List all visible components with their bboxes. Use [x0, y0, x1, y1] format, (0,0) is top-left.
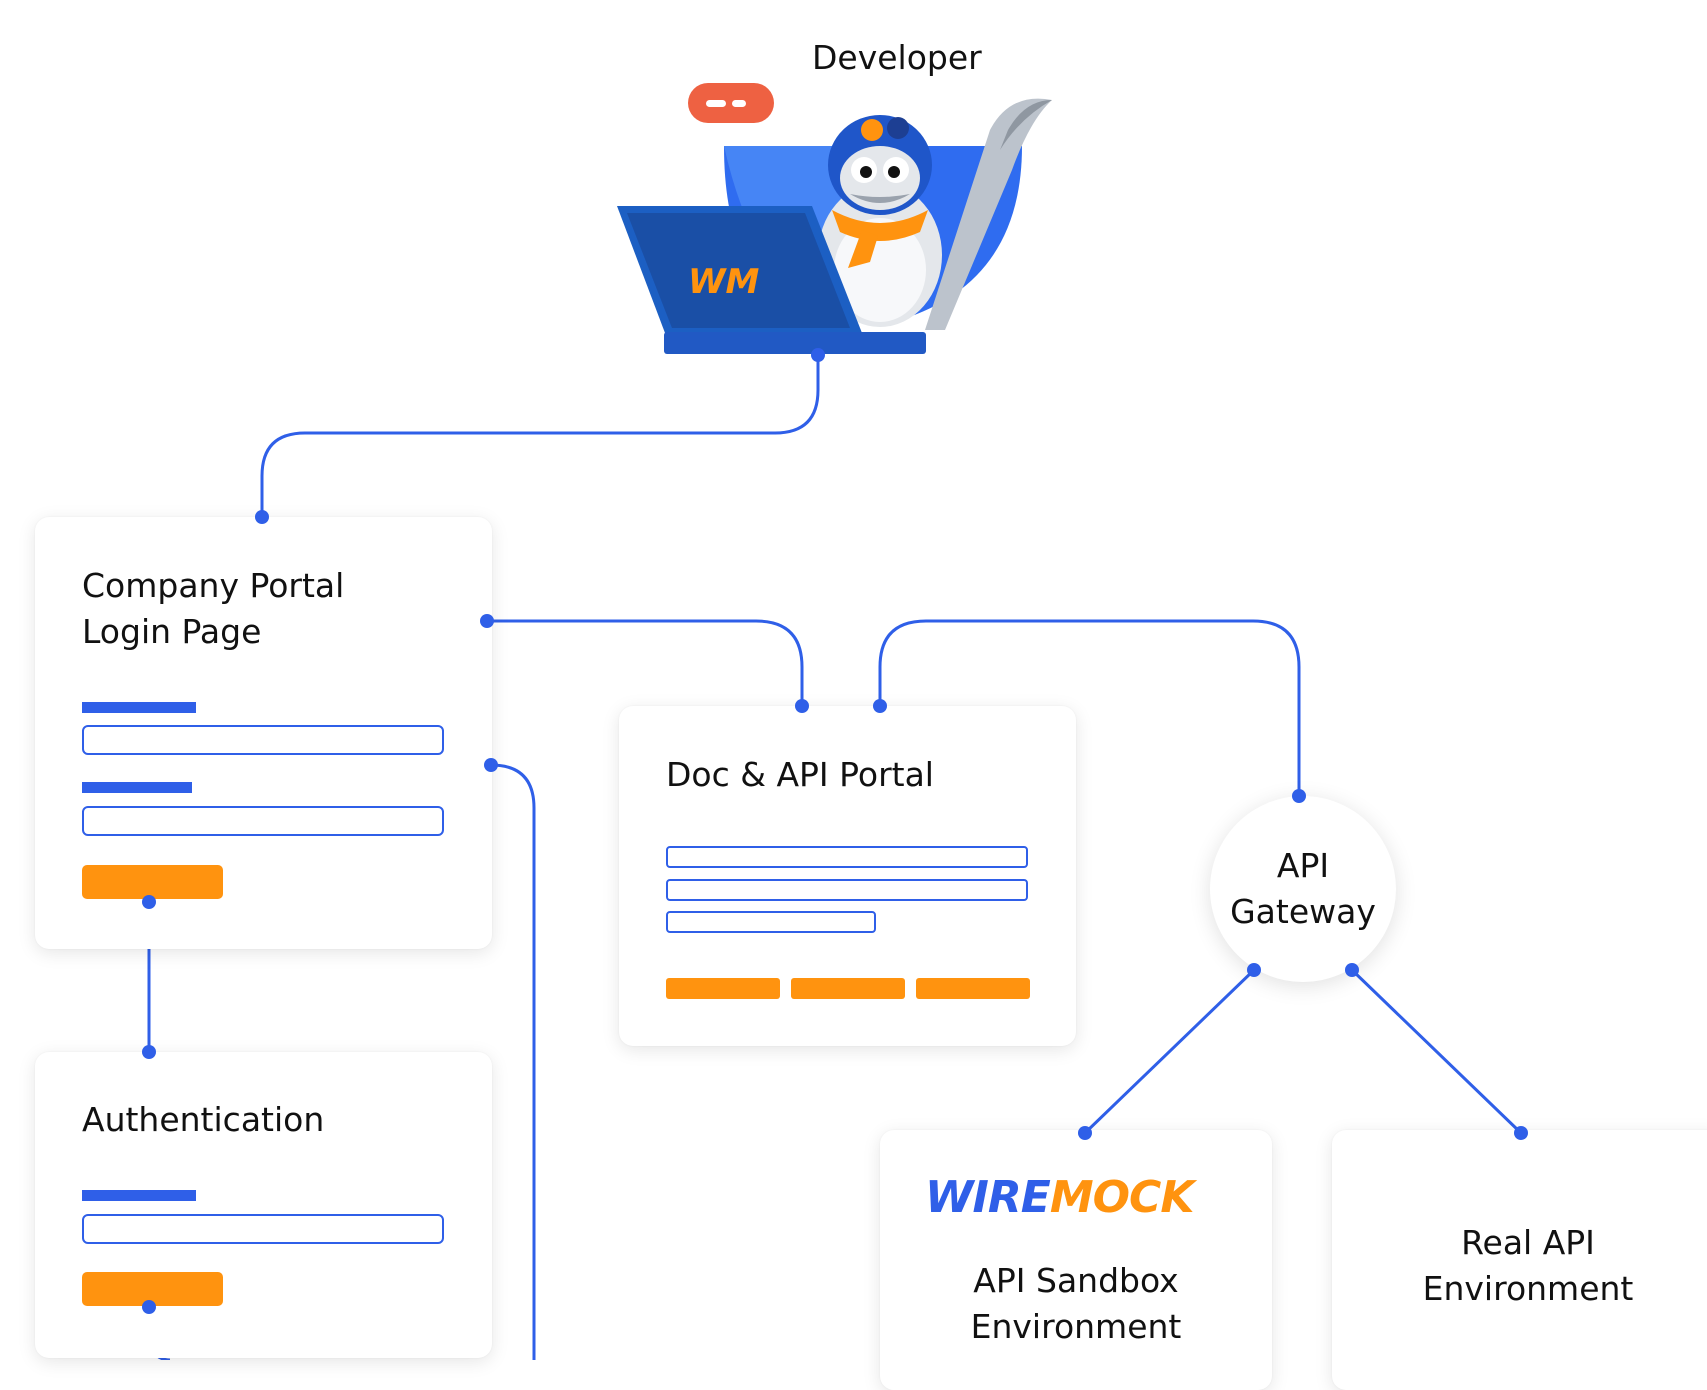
connector-login-to-portal — [487, 619, 804, 706]
sandbox-card: API Sandbox Environment — [880, 1130, 1272, 1390]
connector-dot — [1247, 963, 1261, 977]
connector-dot — [795, 699, 809, 713]
api-gateway-node: API Gateway — [1210, 796, 1396, 982]
authentication-card-title: Authentication — [82, 1100, 325, 1139]
connector-dot — [255, 510, 269, 524]
sandbox-card-title: API Sandbox Environment — [970, 1261, 1182, 1346]
authentication-card: Authentication — [35, 1052, 492, 1358]
wiremock-logo: WIREMOCK — [925, 1172, 1194, 1223]
code-field[interactable] — [82, 1214, 444, 1244]
login-card: Company Portal Login Page — [35, 517, 492, 949]
connector-dot — [484, 758, 498, 772]
connector-dot — [1292, 789, 1306, 803]
portal-button-1[interactable] — [666, 978, 780, 999]
feather-quill-icon — [925, 98, 1052, 330]
portal-line-1 — [666, 846, 1028, 868]
real-api-card-title: Real API Environment — [1422, 1223, 1634, 1308]
connector-developer-to-login — [260, 355, 820, 517]
chat-bubble-icon — [688, 83, 774, 123]
connector-login-side-down — [490, 763, 536, 1360]
username-label-placeholder — [82, 702, 196, 713]
connector-dot — [142, 895, 156, 909]
portal-line-3 — [666, 911, 876, 933]
api-gateway-label: API Gateway — [1230, 846, 1376, 931]
real-api-card: Real API Environment — [1332, 1130, 1707, 1390]
login-button[interactable] — [82, 865, 223, 899]
doc-api-portal-title: Doc & API Portal — [666, 755, 934, 794]
username-field[interactable] — [82, 725, 444, 755]
password-label-placeholder — [82, 782, 192, 793]
connector-dot — [1514, 1126, 1528, 1140]
portal-button-2[interactable] — [791, 978, 905, 999]
connector-dot — [1078, 1126, 1092, 1140]
connector-dot — [142, 1045, 156, 1059]
connector-gateway-to-real — [1350, 968, 1523, 1135]
login-card-title: Company Portal Login Page — [82, 566, 345, 651]
laptop-logo: WM — [688, 262, 760, 302]
connector-dot — [811, 348, 825, 362]
connector-dot — [480, 614, 494, 628]
connector-dot — [873, 699, 887, 713]
password-field[interactable] — [82, 806, 444, 836]
connector-gateway-to-sandbox — [1083, 968, 1256, 1135]
portal-line-2 — [666, 879, 1028, 901]
portal-button-3[interactable] — [916, 978, 1030, 999]
developer-illustration: WM — [617, 83, 1052, 354]
doc-api-portal-card: Doc & API Portal — [619, 706, 1076, 1046]
connector-dot — [1345, 963, 1359, 977]
code-label-placeholder — [82, 1190, 196, 1201]
developer-label: Developer — [812, 38, 982, 77]
connector-dot — [142, 1300, 156, 1314]
goggles-icon — [861, 119, 883, 141]
